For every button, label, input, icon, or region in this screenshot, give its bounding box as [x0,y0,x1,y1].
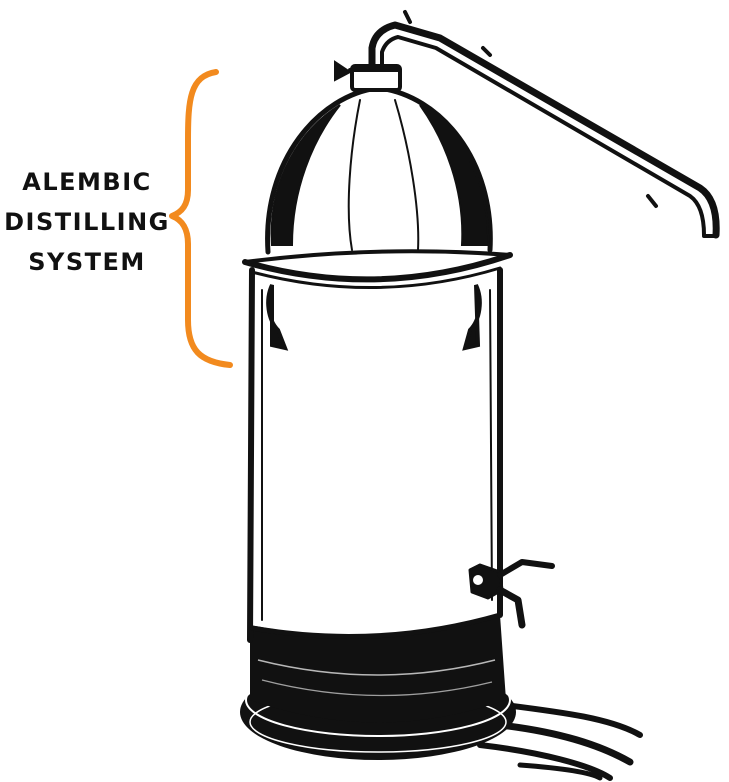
label-line-2: DISTILLING [4,208,170,236]
dome-cap [335,62,400,90]
boiler-body [250,270,500,640]
alembic-label: ALEMBIC DISTILLING SYSTEM [4,168,170,276]
side-handles [268,285,480,348]
boiler-rim [245,251,510,287]
label-line-3: SYSTEM [28,248,146,276]
spigot-valve [470,562,552,625]
alembic-dome [268,88,491,252]
label-line-1: ALEMBIC [22,168,151,196]
lyne-arm-pipe [372,12,716,236]
orange-bracket [172,72,230,365]
